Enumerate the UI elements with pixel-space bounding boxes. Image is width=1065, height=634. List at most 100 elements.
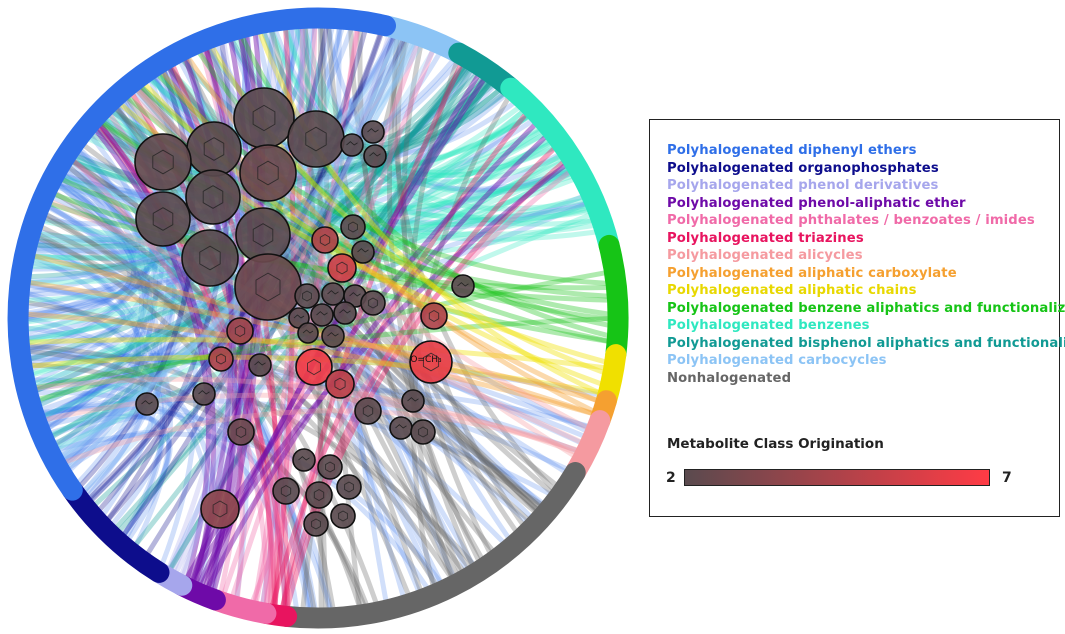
chord-phenol-aliphatic-ether <box>206 135 547 588</box>
chord-benzenes <box>39 177 574 253</box>
chord-diphenyl-ethers <box>27 205 133 317</box>
chord-diphenyl-ethers <box>48 177 144 430</box>
chord-benzenes <box>72 128 541 206</box>
metabolite-node <box>303 511 329 537</box>
chord-diphenyl-ethers <box>28 293 311 609</box>
metabolite-node <box>317 454 343 480</box>
chord-diphenyl-ethers <box>58 183 163 516</box>
chord-diphenyl-ethers <box>97 125 199 564</box>
chord-benzenes <box>32 157 562 377</box>
chord-benzenes <box>28 110 524 345</box>
chord-diphenyl-ethers <box>58 431 442 583</box>
chord-benzenes <box>34 132 545 261</box>
metabolite-node <box>321 282 345 306</box>
chord-diphenyl-ethers <box>318 27 442 135</box>
chord-benzene-aliphatics <box>38 270 605 402</box>
class-ring <box>7 7 629 629</box>
metabolite-node <box>226 317 254 345</box>
metabolite-node <box>310 303 334 327</box>
chord-benzene-aliphatics <box>54 192 608 303</box>
chord-diphenyl-ethers <box>34 377 332 609</box>
chord-diphenyl-ethers <box>43 397 551 496</box>
metabolite-node <box>401 389 425 413</box>
metabolite-node <box>451 274 475 298</box>
metabolite-node <box>420 302 448 330</box>
chord-diphenyl-ethers <box>37 237 173 546</box>
legend-item: Polyhalogenated diphenyl ethers <box>667 143 917 158</box>
metabolite-node <box>363 144 387 168</box>
chord-benzenes <box>40 114 528 243</box>
chord-benzenes <box>28 167 569 303</box>
chord-diphenyl-ethers <box>55 414 157 501</box>
legend-item: Polyhalogenated carbocycles <box>667 353 887 368</box>
legend-item: Polyhalogenated alicycles <box>667 248 863 263</box>
chord-benzenes <box>27 141 551 332</box>
chord-benzenes <box>284 28 592 227</box>
metabolite-node <box>325 369 355 399</box>
chord-aliphatic-chains <box>257 32 600 395</box>
chord-benzenes <box>160 71 529 172</box>
gradient-min-label: 2 <box>666 470 676 486</box>
metabolite-node <box>292 448 316 472</box>
chord-diphenyl-ethers <box>47 410 172 540</box>
metabolite-node <box>327 253 357 283</box>
chord-benzenes <box>74 156 568 217</box>
chord-diphenyl-ethers <box>60 135 159 457</box>
metabolite-node <box>389 416 413 440</box>
legend-item: Polyhalogenated organophosphates <box>667 160 939 176</box>
ring-segment-diphenyl-ethers <box>7 7 396 501</box>
chord-triazines <box>280 147 556 607</box>
chord-bisphenol-aliphatics <box>114 82 492 529</box>
chord-organophosphates <box>79 71 196 487</box>
legend-item: Polyhalogenated aliphatic chains <box>667 283 917 298</box>
chord-benzene-aliphatics <box>36 316 609 391</box>
metabolite-node <box>336 474 362 500</box>
chord-nonhalogenated <box>407 62 459 577</box>
chord-diphenyl-ethers <box>36 119 533 254</box>
formula-label: O=CH₃ <box>410 355 442 365</box>
chord-benzenes <box>57 212 591 450</box>
chord-diphenyl-ethers <box>56 170 149 448</box>
chord-benzenes <box>301 27 551 176</box>
ring-segment-organophosphates <box>61 479 170 583</box>
metabolite-node <box>200 489 240 529</box>
ring-segment-nonhalogenated <box>276 462 586 629</box>
chord-diphenyl-ethers <box>27 181 137 323</box>
legend-item: Polyhalogenated triazines <box>667 230 864 246</box>
legend-item: Polyhalogenated phenol derivatives <box>667 178 939 193</box>
metabolite-node <box>186 121 242 177</box>
legend-item: Polyhalogenated aliphatic carboxylate <box>667 265 957 281</box>
metabolite-node <box>287 110 345 168</box>
legend-item: Polyhalogenated phenol-aliphatic ether <box>667 195 966 211</box>
chord-benzenes <box>150 78 529 174</box>
chord-benzenes <box>157 73 529 173</box>
chord-triazines <box>280 64 463 607</box>
metabolite-node <box>272 477 300 505</box>
gradient-max-label: 7 <box>1002 470 1012 486</box>
metabolite-node <box>340 214 366 240</box>
chord-nonhalogenated <box>45 212 362 606</box>
chord-benzenes <box>270 30 584 212</box>
chord-nonhalogenated <box>27 300 542 507</box>
metabolite-node <box>233 87 295 149</box>
chord-nonhalogenated <box>386 39 474 566</box>
chord-diphenyl-ethers <box>60 180 318 609</box>
metabolite-node <box>351 240 375 264</box>
chord-benzene-aliphatics <box>50 201 607 291</box>
chord-nonhalogenated <box>44 215 453 578</box>
chord-diphenyl-ethers <box>29 283 126 353</box>
chord-diphenyl-ethers <box>29 119 156 354</box>
chord-alicycles <box>45 392 578 453</box>
chord-phthalates <box>250 170 571 602</box>
chord-nonhalogenated <box>411 97 511 585</box>
chord-diphenyl-ethers <box>43 384 588 429</box>
chord-diphenyl-ethers <box>78 150 314 609</box>
metabolite-node <box>134 133 192 191</box>
metabolite-node <box>181 229 239 287</box>
chord-organophosphates <box>106 43 234 521</box>
ring-segment-benzenes <box>500 77 620 256</box>
chord-diphenyl-ethers <box>273 30 570 192</box>
chord-diphenyl-ethers <box>63 429 173 536</box>
